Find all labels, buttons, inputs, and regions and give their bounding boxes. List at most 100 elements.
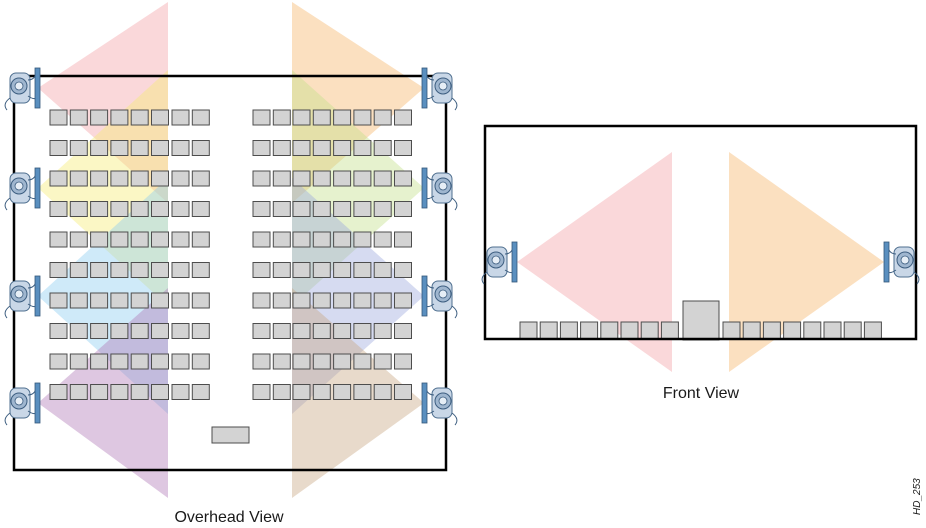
overhead-seat bbox=[90, 201, 109, 217]
overhead-seat bbox=[353, 231, 372, 248]
projector-icon bbox=[4, 167, 41, 211]
overhead-seat bbox=[110, 323, 129, 339]
overhead-seat bbox=[49, 170, 68, 187]
overhead-seat bbox=[394, 170, 412, 187]
overhead-seat bbox=[353, 170, 372, 187]
front-seating bbox=[519, 321, 882, 340]
overhead-seat bbox=[90, 292, 109, 309]
projector-icon bbox=[421, 67, 458, 111]
overhead-seat bbox=[333, 109, 352, 126]
overhead-seat bbox=[130, 353, 149, 370]
overhead-seat bbox=[171, 140, 190, 156]
front-projection-beams bbox=[517, 152, 884, 372]
overhead-seat bbox=[373, 109, 392, 126]
overhead-seat bbox=[333, 140, 352, 156]
overhead-seat bbox=[252, 231, 271, 248]
overhead-seat bbox=[151, 140, 169, 156]
overhead-seat bbox=[394, 292, 412, 309]
front-seat bbox=[823, 321, 842, 340]
overhead-seat bbox=[130, 170, 149, 187]
overhead-seat bbox=[69, 262, 88, 278]
overhead-seat bbox=[69, 231, 88, 248]
overhead-seat bbox=[171, 109, 190, 126]
overhead-seat bbox=[49, 353, 68, 370]
overhead-seat bbox=[272, 140, 291, 156]
front-room-outline bbox=[483, 124, 918, 341]
overhead-seat bbox=[292, 109, 311, 126]
overhead-seat bbox=[252, 140, 271, 156]
overhead-seat bbox=[90, 231, 109, 248]
overhead-seat bbox=[333, 384, 352, 400]
overhead-seat bbox=[191, 109, 210, 126]
overhead-seat bbox=[292, 384, 311, 400]
overhead-podium bbox=[211, 426, 250, 444]
overhead-seat bbox=[69, 323, 88, 339]
overhead-seat bbox=[353, 262, 372, 278]
overhead-seat bbox=[272, 109, 291, 126]
overhead-seat bbox=[312, 231, 331, 248]
overhead-seat bbox=[130, 292, 149, 309]
overhead-seat bbox=[373, 323, 392, 339]
overhead-seat bbox=[191, 323, 210, 339]
overhead-seat bbox=[151, 170, 169, 187]
overhead-seat bbox=[353, 292, 372, 309]
overhead-seat bbox=[373, 384, 392, 400]
overhead-seat bbox=[171, 201, 190, 217]
overhead-seat bbox=[272, 170, 291, 187]
overhead-seat bbox=[292, 140, 311, 156]
front-seat bbox=[539, 321, 558, 340]
overhead-seat bbox=[252, 384, 271, 400]
overhead-seat bbox=[252, 262, 271, 278]
overhead-seat bbox=[353, 384, 372, 400]
overhead-seat bbox=[394, 262, 412, 278]
overhead-seat bbox=[110, 170, 129, 187]
overhead-seat bbox=[110, 231, 129, 248]
overhead-seat bbox=[49, 231, 68, 248]
overhead-seat bbox=[312, 292, 331, 309]
overhead-seat bbox=[151, 353, 169, 370]
overhead-seat bbox=[312, 262, 331, 278]
projector-icon bbox=[481, 241, 518, 285]
overhead-seat bbox=[49, 140, 68, 156]
overhead-seat bbox=[191, 140, 210, 156]
overhead-seat bbox=[292, 353, 311, 370]
overhead-seat bbox=[252, 201, 271, 217]
overhead-seat bbox=[394, 140, 412, 156]
overhead-seat bbox=[312, 170, 331, 187]
overhead-seat bbox=[49, 201, 68, 217]
overhead-seat bbox=[272, 262, 291, 278]
overhead-seat bbox=[312, 140, 331, 156]
projector-icon bbox=[421, 167, 458, 211]
overhead-seat bbox=[191, 231, 210, 248]
overhead-seat bbox=[110, 384, 129, 400]
overhead-seat bbox=[333, 262, 352, 278]
overhead-seat bbox=[353, 323, 372, 339]
overhead-seat bbox=[394, 109, 412, 126]
overhead-seat bbox=[394, 201, 412, 217]
overhead-seat bbox=[333, 323, 352, 339]
overhead-seat bbox=[90, 262, 109, 278]
projector-icon bbox=[4, 382, 41, 426]
overhead-seat bbox=[151, 231, 169, 248]
front-seat bbox=[559, 321, 578, 340]
overhead-seat bbox=[171, 170, 190, 187]
overhead-seat bbox=[373, 353, 392, 370]
overhead-seat bbox=[69, 292, 88, 309]
overhead-seat bbox=[312, 109, 331, 126]
overhead-seat bbox=[373, 231, 392, 248]
overhead-seat bbox=[130, 231, 149, 248]
overhead-seat bbox=[49, 262, 68, 278]
overhead-seat bbox=[110, 262, 129, 278]
projector-icon bbox=[4, 275, 41, 319]
overhead-seat bbox=[292, 170, 311, 187]
front-seat bbox=[762, 321, 781, 340]
overhead-seat bbox=[191, 262, 210, 278]
overhead-seat bbox=[151, 384, 169, 400]
front-seat bbox=[519, 321, 538, 340]
overhead-seat bbox=[353, 140, 372, 156]
overhead-seat bbox=[272, 353, 291, 370]
overhead-seat bbox=[252, 353, 271, 370]
overhead-seat bbox=[333, 353, 352, 370]
overhead-seat bbox=[373, 201, 392, 217]
front-seat bbox=[600, 321, 619, 340]
